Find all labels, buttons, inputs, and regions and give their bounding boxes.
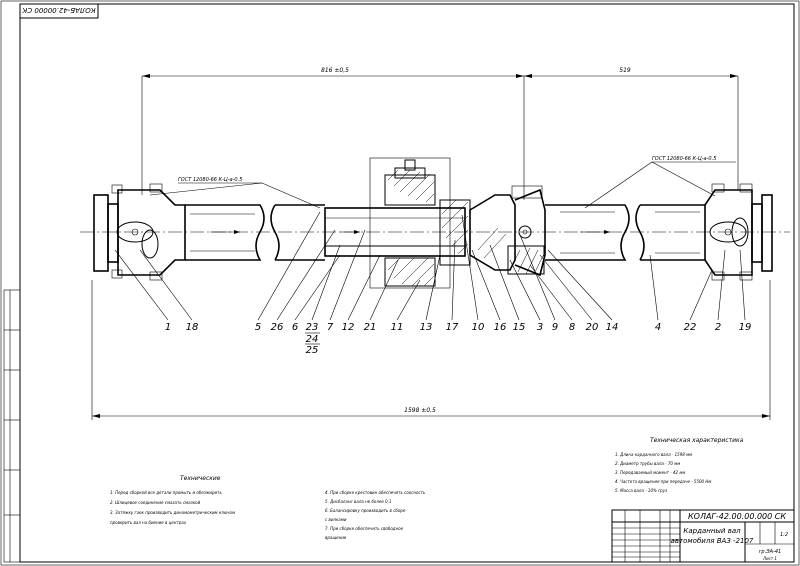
title-code: КОЛАГ-42.00.00.000 СК [688,512,786,521]
stamp-box: КОЛАБ-42.00000 СК [19,3,99,19]
part-label: 5 [255,322,261,333]
note-line: с вилками [325,517,347,522]
dimension-lines [91,74,771,420]
sub-label: 24 [306,334,319,345]
part-label: 12 [342,322,355,333]
notes-left-heading: Технические [180,475,221,482]
left-margin-table [3,289,21,563]
title-block [611,509,795,563]
title-group: гр.ЭА-41 [759,549,781,555]
dimension-total-length: 1598 ±0,5 [404,407,436,414]
part-label: 10 [472,322,485,333]
part-label: 26 [271,322,284,333]
note-line: 3. Затяжку гаек производить динамометрич… [110,510,235,515]
right-shaft-tube [545,204,705,261]
note-line: 6. Балансировку производить в сборе [325,508,406,513]
part-label: 16 [494,322,507,333]
note-line: 1. Перед сборкой все детали промыть и об… [110,490,222,495]
note-line: вращение [325,535,347,540]
gost-note-right: ГОСТ 12080-66 К-Ц-а-0.5 [652,156,716,162]
gost-note-left: ГОСТ 12080-66 К-Ц-а-0.5 [178,177,242,183]
spec-line: 1. Длина карданного вала - 1598 мм [615,452,692,457]
spec-line: 5. Масса вала - 10% груз [615,488,667,493]
part-label: 20 [586,322,599,333]
dimension-top-right: 519 [619,67,631,74]
part-label: 14 [606,322,619,333]
stamp-code: КОЛАБ-42.00000 СК [21,6,95,14]
center-universal-joint [469,185,546,277]
note-line: 4. При сборке крестовин обеспечить соосн… [325,490,426,495]
right-flange-yoke [704,183,773,281]
sub-label: 25 [306,345,319,356]
hatching-joint [477,227,545,275]
leader-lines [114,211,746,321]
part-label: 22 [684,322,697,333]
note-line: 2. Шлицевое соединение смазать смазкой [110,500,201,505]
technical-notes-left: Технические 1. Перед сборкой все детали … [110,475,235,525]
note-line: 5. Дисбаланс вала не более 0,1 [325,499,391,504]
spec-line: 4. Частота вращения при передаче - 5500 … [615,479,711,484]
technical-notes-mid: 4. При сборке крестовин обеспечить соосн… [325,490,426,540]
notes-right-heading: Техническая характеристика [650,437,744,444]
note-line: проверить вал на биение в центрах [110,520,187,525]
hatching-center [387,169,469,287]
spec-line: 2. Диаметр трубы вала - 70 мм [615,461,680,466]
part-label: 2 [715,322,721,333]
drawing-frame [19,3,795,563]
part-label: 4 [655,322,661,333]
dimension-top-left: 816 ±0,5 [321,67,349,74]
part-label: 1 [165,322,171,333]
part-label: 21 [364,322,377,333]
part-label: 18 [186,322,199,333]
technical-characteristics: Техническая характеристика 1. Длина кард… [615,437,744,493]
part-label: 7 [327,322,334,333]
part-label: 15 [513,322,526,333]
part-label: 17 [446,322,459,333]
title-scale: 1:2 [780,532,788,538]
part-label: 11 [391,322,404,333]
left-shaft-tube [185,204,325,261]
part-labels: 1 18 5 26 6 23 7 12 21 11 13 17 10 16 15… [165,322,752,356]
part-label: 8 [569,322,575,333]
part-label: 13 [420,322,433,333]
note-line: 7. При сборке обеспечить свободное [325,526,404,531]
title-name-line1: Карданный вал [683,527,741,535]
part-label: 19 [739,322,752,333]
part-label: 23 [306,322,319,333]
spec-line: 3. Передаваемый момент - 42 мм [615,470,685,475]
title-name-line2: автомобиля ВАЗ -2107 [671,537,754,545]
title-sheet: Лист 1 [762,556,777,561]
part-label: 3 [537,322,543,333]
part-label: 6 [292,322,298,333]
part-label: 9 [552,322,558,333]
center-support-assembly [324,157,471,289]
